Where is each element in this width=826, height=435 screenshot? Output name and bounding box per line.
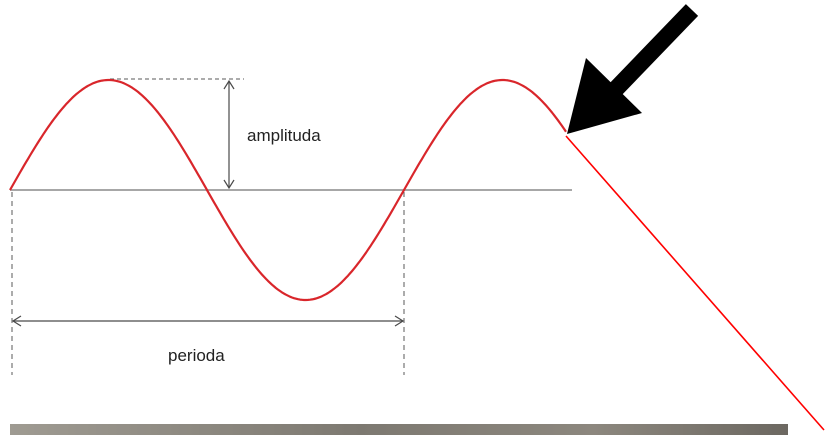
arrow-down-left-icon: [567, 4, 699, 134]
amplitude-label: amplituda: [247, 126, 321, 145]
pointer-line: [565, 135, 825, 431]
photo-strip: [10, 424, 788, 435]
sine-wave-curve: [9, 78, 567, 302]
amplitude-arrow: [223, 79, 235, 190]
period-label: perioda: [168, 346, 225, 365]
period-arrow: [11, 315, 405, 327]
